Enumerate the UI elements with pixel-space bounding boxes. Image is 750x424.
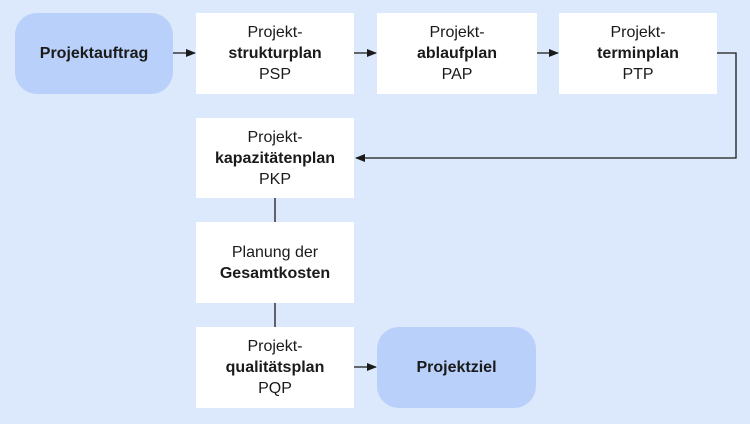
node-label: Projektziel	[416, 358, 497, 376]
node-line3: PAP	[441, 66, 473, 83]
node-line3: PQP	[258, 380, 292, 397]
node-projektkapazitaetenplan: Projekt- kapazitätenplan PKP	[196, 118, 354, 198]
node-line1: Projekt-	[247, 338, 303, 355]
node-line2: kapazitätenplan	[214, 149, 336, 167]
node-projektterminplan: Projekt- terminplan PTP	[559, 13, 717, 94]
node-projektziel: Projektziel	[377, 327, 536, 408]
node-line1: Projekt-	[247, 24, 303, 41]
node-line3: PSP	[258, 66, 291, 83]
node-projektauftrag: Projektauftrag	[15, 13, 173, 94]
node-line3: PTP	[622, 66, 654, 83]
node-line3: PKP	[258, 170, 291, 188]
node-line2: strukturplan	[228, 45, 322, 62]
node-projektablaufplan: Projekt- ablaufplan PAP	[377, 13, 537, 94]
node-projektqualitaetsplan: Projekt- qualitätsplan PQP	[196, 327, 354, 408]
node-line1: Projekt-	[247, 128, 303, 146]
node-projektstrukturplan: Projekt- strukturplan PSP	[196, 13, 354, 94]
arrow-ptp-to-pkp	[355, 52, 737, 162]
node-label: Projektauftrag	[39, 44, 149, 62]
node-gesamtkosten: Planung der Gesamtkosten	[196, 222, 354, 303]
node-line2: qualitätsplan	[225, 359, 325, 376]
node-line2: terminplan	[597, 45, 679, 62]
node-line1: Planung der	[231, 243, 319, 261]
node-line2: Gesamtkosten	[219, 264, 331, 282]
node-line1: Projekt-	[610, 24, 666, 41]
node-line2: ablaufplan	[416, 45, 497, 62]
node-line1: Projekt-	[429, 24, 485, 41]
